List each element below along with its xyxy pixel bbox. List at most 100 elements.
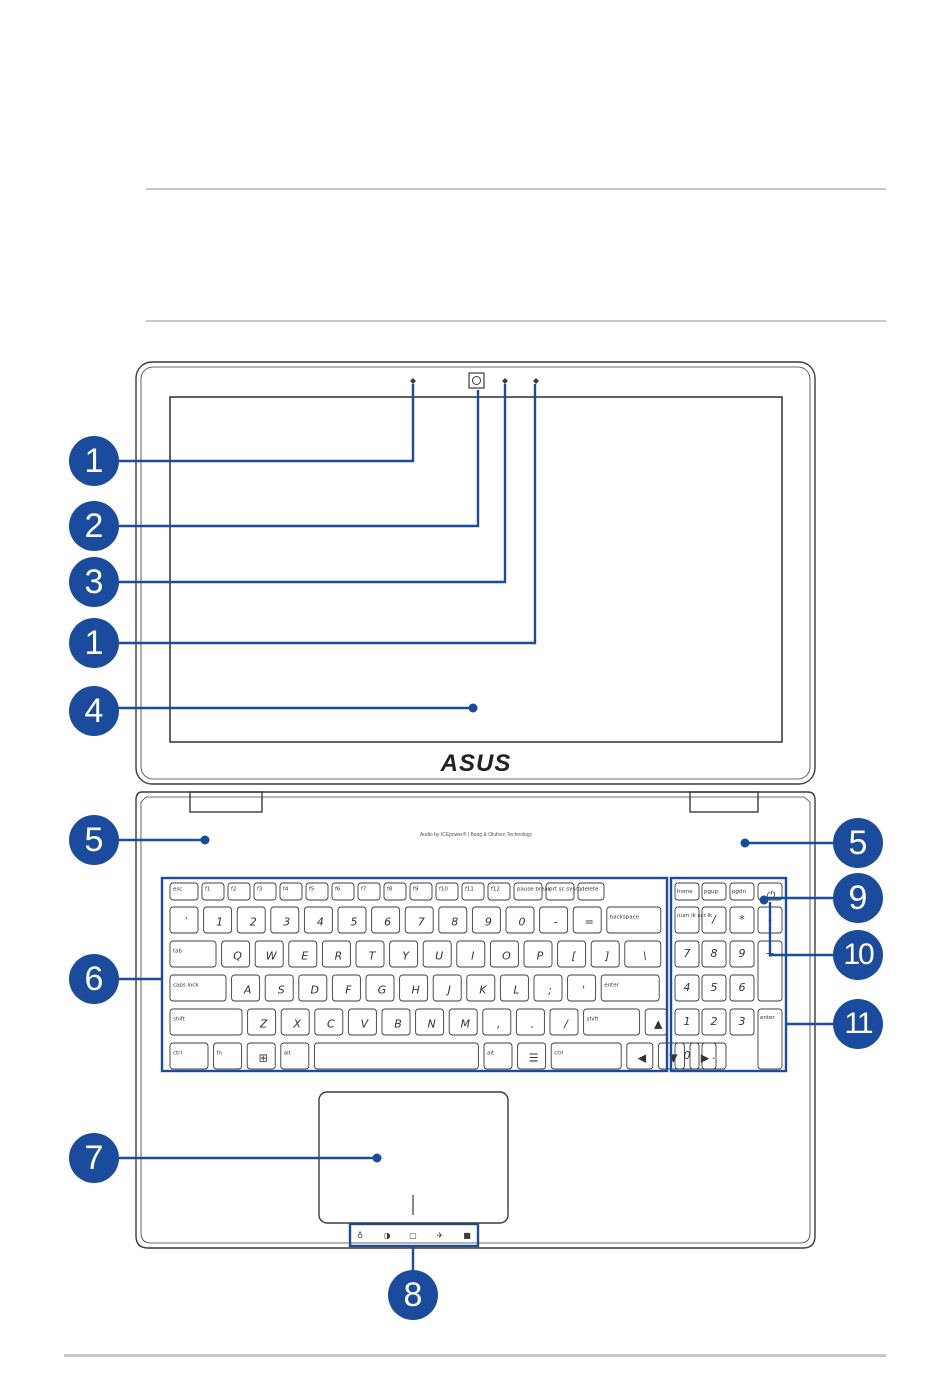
callout-9-power-button: 9 [833, 873, 883, 923]
numpad-key: . [701, 1042, 727, 1070]
key: ctrl [169, 1042, 209, 1070]
numpad-key-label: 9 [739, 947, 746, 960]
key-label: T [369, 950, 377, 963]
key-label: G [378, 984, 387, 997]
key: f6 [331, 882, 355, 901]
key-label: 5 [351, 916, 358, 929]
key: f3 [253, 882, 277, 901]
webcam-area [410, 372, 539, 389]
key-label: B [394, 1018, 402, 1031]
numpad-outline [669, 876, 788, 1073]
key: P [523, 940, 553, 968]
key: \ [624, 940, 662, 968]
key: V [347, 1008, 377, 1036]
key-label: \ [643, 950, 647, 963]
callout-2-camera: 2 [69, 501, 119, 551]
key: B [381, 1008, 411, 1036]
callout-8-status-indicators: 8 [388, 1270, 438, 1320]
key-label: tab [173, 949, 183, 955]
numpad-key: 2 [701, 1008, 727, 1036]
callout-1-microphone-left: 1 [69, 436, 119, 486]
numpad-key-label: 1 [684, 1015, 691, 1028]
callout-outlines [160, 876, 788, 1248]
key-label: . [531, 1018, 535, 1031]
numpad-key: 6 [729, 974, 755, 1002]
key: = [572, 906, 602, 934]
numpad-key: pgdn [729, 882, 755, 901]
key: delete [577, 882, 605, 901]
key-label: Y [402, 950, 410, 963]
numpad-key-label: 0 [684, 1049, 691, 1062]
numpad-key: 9 [729, 940, 755, 968]
key: K [466, 974, 496, 1002]
key-label: 1 [216, 916, 223, 929]
key: f1 [201, 882, 225, 901]
key: ☰ [517, 1042, 547, 1070]
key-label: O [502, 950, 511, 963]
key: [ [557, 940, 587, 968]
key: 1 [203, 906, 233, 934]
key-label: ctrl [173, 1051, 182, 1057]
key-label: I [471, 950, 474, 963]
key-label: ⊞ [259, 1052, 268, 1065]
key-label: D [311, 984, 319, 997]
footer-rule [64, 1354, 886, 1357]
key-label: S [278, 984, 285, 997]
key: E [288, 940, 318, 968]
callout-5-speaker-left: 5 [69, 815, 119, 865]
key: 6 [371, 906, 401, 934]
numpad-key-label: 3 [739, 1015, 746, 1028]
key-label: 7 [418, 916, 425, 929]
key: W [254, 940, 284, 968]
key: esc [169, 882, 199, 901]
key-label: ] [604, 950, 609, 963]
key: 9 [471, 906, 501, 934]
key-label: ctrl [554, 1051, 563, 1057]
key: . [515, 1008, 545, 1036]
callout-3-camera-indicator: 3 [69, 557, 119, 607]
numpad-key: home [674, 882, 700, 901]
key-label: shift [587, 1017, 600, 1023]
power-indicator-icon: ♁ [357, 1231, 363, 1240]
numpad-key: enter [757, 1008, 783, 1070]
key: 2 [236, 906, 266, 934]
key-label: f7 [361, 887, 367, 893]
numpad-key: 1 [674, 1008, 700, 1036]
key-label: ◀ [638, 1052, 647, 1065]
key: C [314, 1008, 344, 1036]
numpad-key: 7 [674, 940, 700, 968]
key: 4 [303, 906, 333, 934]
callout-10-power-indicator: 10 [833, 930, 883, 980]
camera-icon [468, 372, 485, 389]
key-label: - [554, 916, 558, 929]
key-label: alt [284, 1051, 292, 1057]
key: M [448, 1008, 478, 1036]
key: Q [221, 940, 251, 968]
numpad-key: / [701, 906, 727, 934]
key: f9 [409, 882, 433, 901]
key-label: esc [173, 887, 182, 893]
numpad-key-label: 4 [684, 981, 691, 994]
key: f7 [357, 882, 381, 901]
key-label: f1 [205, 887, 210, 893]
key-label: f10 [439, 887, 448, 893]
numpad-key-label: enter [760, 1015, 775, 1021]
key: prt sc sysrq [545, 882, 581, 901]
key: ctrl [550, 1042, 622, 1070]
key: tab [169, 940, 217, 968]
key: backspace [606, 906, 662, 934]
key-label: M [460, 1018, 470, 1031]
display-lid [135, 361, 816, 785]
key-label: f3 [257, 887, 263, 893]
numpad-key-label: 6 [739, 981, 746, 994]
key: F [331, 974, 361, 1002]
key-label: 8 [451, 916, 458, 929]
key-label: ; [548, 984, 552, 997]
key-label: 4 [317, 916, 324, 929]
key: ⊞ [246, 1042, 276, 1070]
key: / [549, 1008, 579, 1036]
key: ▲ [644, 1008, 668, 1036]
key-label: X [292, 1018, 301, 1031]
